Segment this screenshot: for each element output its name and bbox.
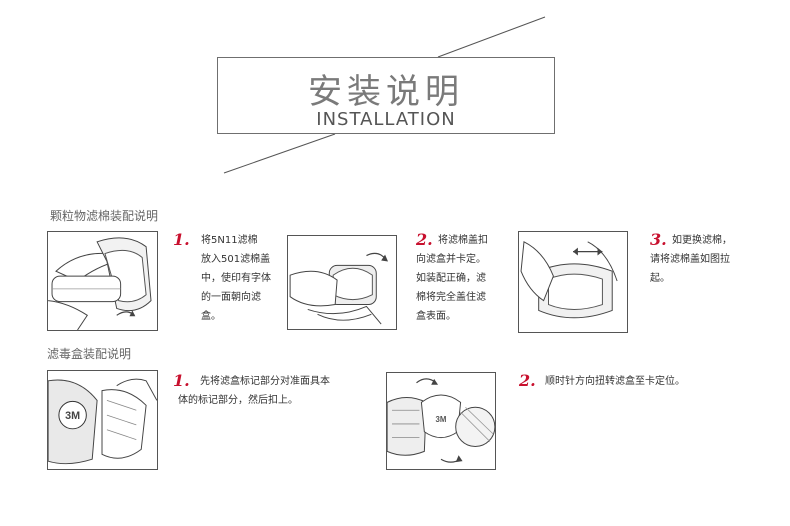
step2-illustration bbox=[287, 235, 397, 330]
cartridge-step1-text: 先将滤盒标记部分对准面具本 体的标记部分，然后扣上。 bbox=[178, 376, 330, 406]
step3-text: 如更换滤棉， 请将滤棉盖如图拉 起。 bbox=[650, 235, 732, 284]
cartridge-step2-number: 2. bbox=[519, 371, 536, 390]
step3-illustration bbox=[518, 231, 628, 333]
cartridge-step1-number: 1. bbox=[173, 371, 190, 390]
step3-number: 3. bbox=[650, 230, 667, 249]
title-box: 安装说明 INSTALLATION bbox=[217, 57, 555, 134]
cartridge-logo: 3M bbox=[65, 410, 80, 422]
cartridge-step2-illustration: 3M bbox=[386, 372, 496, 470]
section-title-particle: 颗粒物滤棉装配说明 bbox=[50, 209, 159, 223]
cartridge-step2-text: 顺时针方向扭转滤盒至卡定位。 bbox=[545, 376, 685, 387]
step1-text: 将5N11滤棉 放入501滤棉盖 中，使印有字体 的一面朝向滤 盒。 bbox=[201, 235, 271, 322]
cartridge-step1-illustration: 3M bbox=[47, 370, 158, 470]
step2-number: 2. bbox=[416, 230, 433, 249]
step1-illustration bbox=[47, 231, 158, 331]
section-title-cartridge: 滤毒盒装配说明 bbox=[47, 347, 132, 361]
page-subtitle: INSTALLATION bbox=[316, 109, 456, 130]
svg-text:3M: 3M bbox=[436, 415, 447, 424]
step2-text: 将滤棉盖扣 向滤盒并卡定。 如装配正确，滤 棉将完全盖住滤 盒表面。 bbox=[416, 235, 488, 322]
step1-number: 1. bbox=[173, 230, 190, 249]
page-title: 安装说明 bbox=[308, 72, 464, 112]
